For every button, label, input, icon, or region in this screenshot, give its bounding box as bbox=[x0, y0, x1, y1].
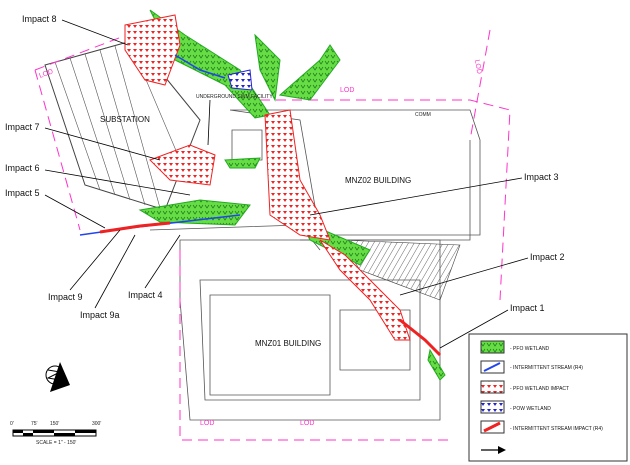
scale-tick: 150' bbox=[50, 421, 59, 427]
lod-label: LOD bbox=[200, 420, 214, 427]
legend-label: - INTERMITTENT STREAM (R4) bbox=[510, 365, 583, 371]
impact-9a-label: Impact 9a bbox=[80, 310, 120, 320]
scale-tick: 75' bbox=[31, 421, 38, 427]
legend: - PFO WETLAND - INTERMITTENT STREAM (R4)… bbox=[468, 333, 628, 462]
impact-callouts: Impact 8 Impact 7 Impact 6 Impact 5 Impa… bbox=[5, 14, 565, 349]
streams bbox=[79, 54, 442, 357]
lod-label: LOD bbox=[473, 59, 482, 74]
swm-facility-label: UNDERGROUND SWM FACILITY bbox=[196, 94, 273, 100]
legend-label: - POW WETLAND bbox=[510, 406, 551, 412]
comm-label: COMM bbox=[415, 112, 431, 118]
mnz02-building-label: MNZ02 BUILDING bbox=[345, 176, 411, 185]
lod-label: LOD bbox=[38, 68, 54, 80]
scale-tick: 300' bbox=[92, 421, 101, 427]
legend-arrow-icon bbox=[481, 446, 506, 454]
impact-8-label: Impact 8 bbox=[22, 14, 57, 24]
legend-label: - PFO WETLAND bbox=[510, 346, 550, 352]
impact-2-label: Impact 2 bbox=[530, 252, 565, 262]
pow-wetland bbox=[227, 69, 253, 91]
impact-4-label: Impact 4 bbox=[128, 290, 163, 300]
north-arrow-icon bbox=[45, 362, 70, 392]
impact-3-label: Impact 3 bbox=[524, 172, 559, 182]
limit-of-disturbance: LOD LOD LOD LOD LOD bbox=[34, 29, 511, 441]
legend-swatch-pow-wetland bbox=[480, 400, 505, 414]
impact-1-label: Impact 1 bbox=[510, 303, 545, 313]
substation-label: SUBSTATION bbox=[100, 115, 150, 124]
impact-7-label: Impact 7 bbox=[5, 122, 40, 132]
legend-label: - PFO WETLAND IMPACT bbox=[510, 386, 569, 392]
pfo-wetland-impacts bbox=[124, 14, 411, 341]
legend-label: - INTERMITTENT STREAM IMPACT (R4) bbox=[510, 426, 603, 432]
substation-area bbox=[44, 39, 201, 211]
mnz01-building-label: MNZ01 BUILDING bbox=[255, 339, 321, 348]
scale-bar: 0' 75' 150' 300' SCALE = 1" - 150' bbox=[10, 421, 101, 446]
scale-tick: 0' bbox=[10, 421, 14, 427]
impact-5-label: Impact 5 bbox=[5, 188, 40, 198]
legend-swatch-pfo-wetland bbox=[480, 340, 505, 354]
lod-label: LOD bbox=[340, 87, 354, 94]
lod-label: LOD bbox=[300, 420, 314, 427]
impact-6-label: Impact 6 bbox=[5, 163, 40, 173]
legend-swatch-pfo-wetland-impact bbox=[480, 380, 505, 394]
impact-9-label: Impact 9 bbox=[48, 292, 83, 302]
scale-label: SCALE = 1" - 150' bbox=[36, 440, 76, 446]
